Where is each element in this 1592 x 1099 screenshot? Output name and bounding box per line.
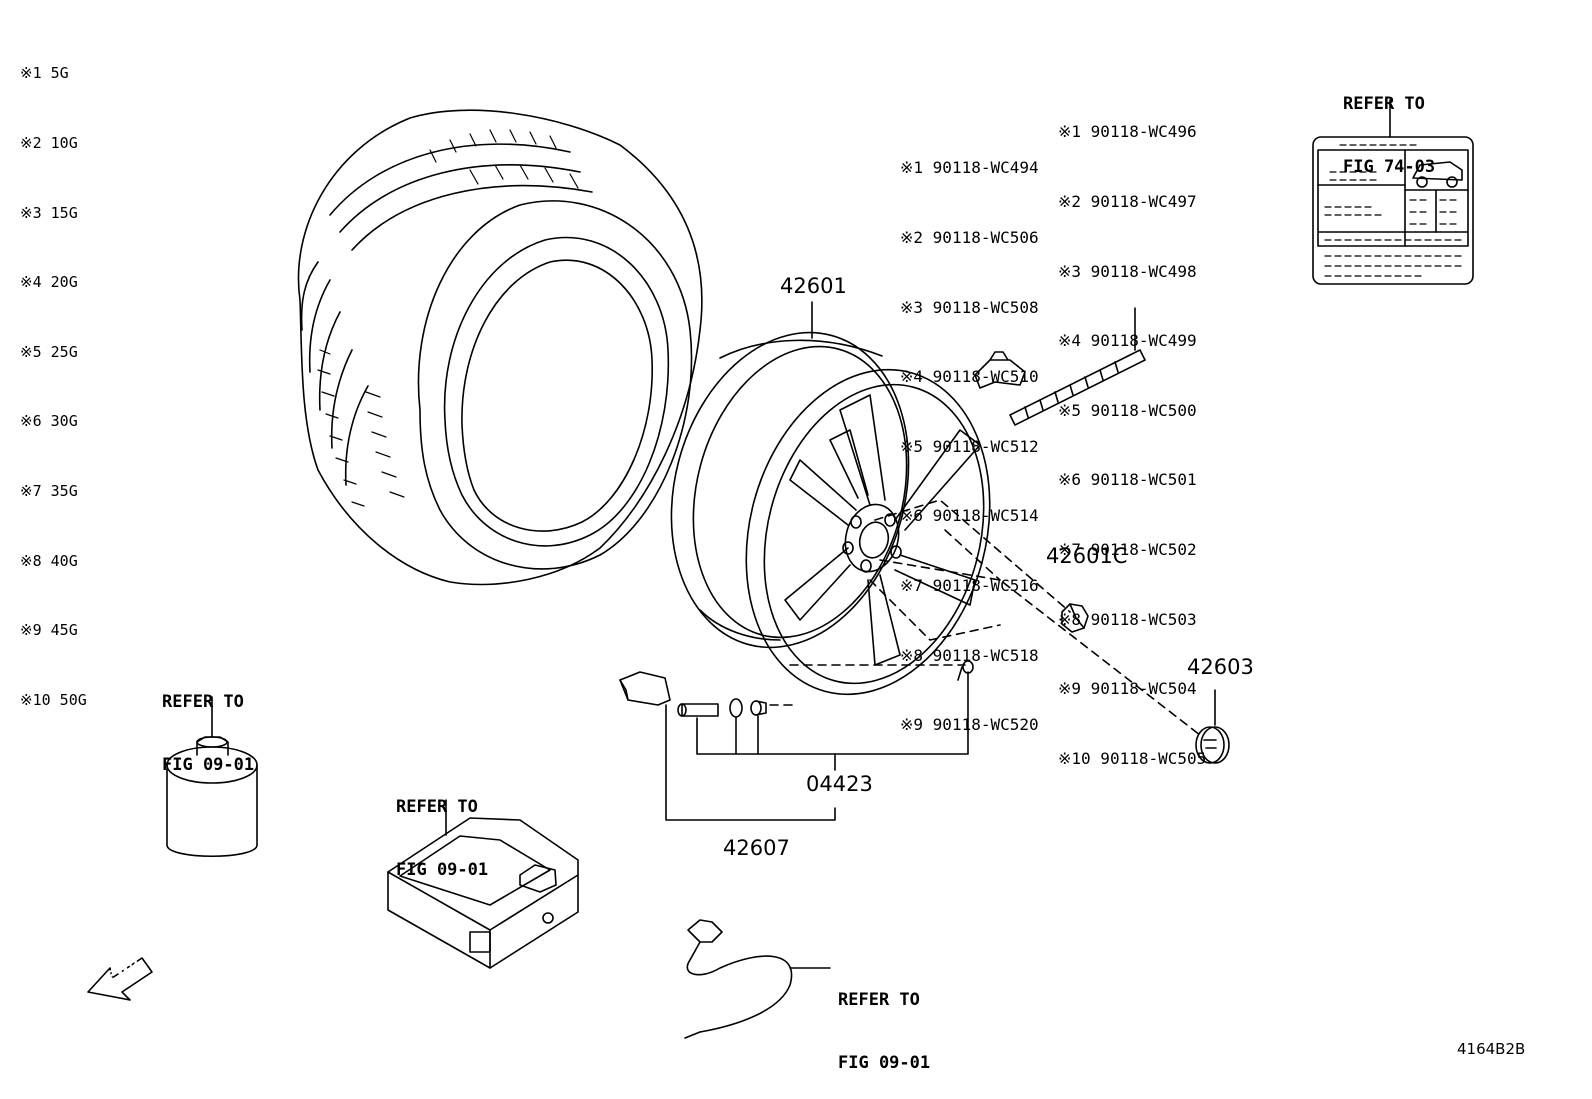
fwd-arrow-icon	[87, 957, 153, 1001]
legend-item: ※3 15G	[20, 203, 78, 222]
refer-hose[interactable]: REFER TO FIG 09-01	[838, 948, 930, 1095]
valve-parts	[619, 660, 974, 821]
part-number-ornament[interactable]: 42603	[1187, 655, 1254, 679]
weight-part-number: ※3 90118-WC508	[900, 297, 1039, 317]
oil-filter	[166, 696, 258, 857]
label-plate	[1312, 99, 1474, 285]
legend-item: ※9 45G	[20, 621, 78, 640]
weight-part-number: ※9 90118-WC504	[1058, 679, 1197, 699]
weight-part-number: ※4 90118-WC510	[900, 367, 1039, 387]
ornament-42603	[1195, 689, 1230, 764]
weight-part-number: ※3 90118-WC498	[1058, 261, 1197, 281]
refer-line: FIG 74-03	[1343, 157, 1436, 177]
weight-part-number: ※1 90118-WC494	[900, 158, 1039, 178]
refer-line: FIG 09-01	[162, 755, 255, 775]
inflator-hose	[684, 919, 831, 1039]
weight-part-number: ※2 90118-WC497	[1058, 192, 1197, 211]
legend-item: ※4 20G	[20, 273, 78, 292]
weight-part-number: ※4 90118-WC499	[1058, 331, 1197, 351]
weight-list-right: ※1 90118-WC496 ※2 90118-WC497 ※3 90118-W…	[1058, 74, 1206, 793]
weight-list-left: ※1 90118-WC494 ※2 90118-WC506 ※3 90118-W…	[900, 110, 1039, 760]
weight-part-number: ※7 90118-WC502	[1058, 539, 1197, 559]
refer-line: REFER TO	[838, 990, 920, 1010]
weight-part-number: ※8 90118-WC503	[1058, 609, 1197, 629]
wheel-42601	[670, 331, 991, 696]
weight-part-number: ※6 90118-WC501	[1058, 470, 1197, 490]
hub-nut-42601c	[1061, 603, 1089, 633]
legend-item: ※6 30G	[20, 412, 78, 431]
legend-item: ※5 25G	[20, 342, 78, 361]
legend-item: ※2 10G	[20, 134, 78, 152]
weight-part-number: ※5 90118-WC500	[1058, 400, 1197, 420]
weight-part-number: ※6 90118-WC514	[900, 506, 1039, 526]
figure-code: 4164B2B	[1457, 1040, 1526, 1058]
refer-line: REFER TO	[162, 692, 244, 712]
refer-line: REFER TO	[1343, 94, 1425, 114]
weight-part-number: ※7 90118-WC516	[900, 575, 1039, 595]
legend-item: ※7 35G	[20, 481, 78, 500]
weight-legend: ※1 5G ※2 10G ※3 15G ※4 20G ※5 25G ※6 30G…	[20, 16, 87, 735]
tire	[297, 109, 703, 586]
refer-line: FIG 09-01	[396, 860, 489, 880]
weight-part-number: ※2 90118-WC506	[900, 228, 1039, 247]
part-number-pressure-sensor[interactable]: 42607	[723, 836, 790, 860]
compressor	[387, 799, 579, 969]
weight-part-number: ※1 90118-WC496	[1058, 122, 1197, 142]
weight-part-number: ※9 90118-WC520	[900, 715, 1039, 735]
legend-item: ※8 40G	[20, 551, 78, 570]
legend-item: ※10 50G	[20, 690, 87, 709]
part-number-wheel[interactable]: 42601	[780, 274, 847, 298]
refer-compressor[interactable]: REFER TO FIG 09-01	[396, 755, 488, 902]
refer-line: REFER TO	[396, 797, 478, 817]
weight-part-number: ※5 90118-WC512	[900, 436, 1039, 456]
dashed-guides	[769, 499, 1201, 736]
part-number-valve-kit[interactable]: 04423	[806, 772, 873, 796]
part-number-hub-nut[interactable]: 42601C	[1046, 544, 1128, 568]
weight-part-number: ※8 90118-WC518	[900, 645, 1039, 665]
refer-oil-filter[interactable]: REFER TO FIG 09-01	[162, 650, 254, 797]
balance-weights	[974, 307, 1146, 426]
weight-part-number: ※10 90118-WC505	[1058, 748, 1207, 768]
refer-line: FIG 09-01	[838, 1053, 931, 1073]
legend-item: ※1 5G	[20, 64, 69, 83]
refer-label-plate[interactable]: REFER TO FIG 74-03	[1343, 52, 1435, 199]
